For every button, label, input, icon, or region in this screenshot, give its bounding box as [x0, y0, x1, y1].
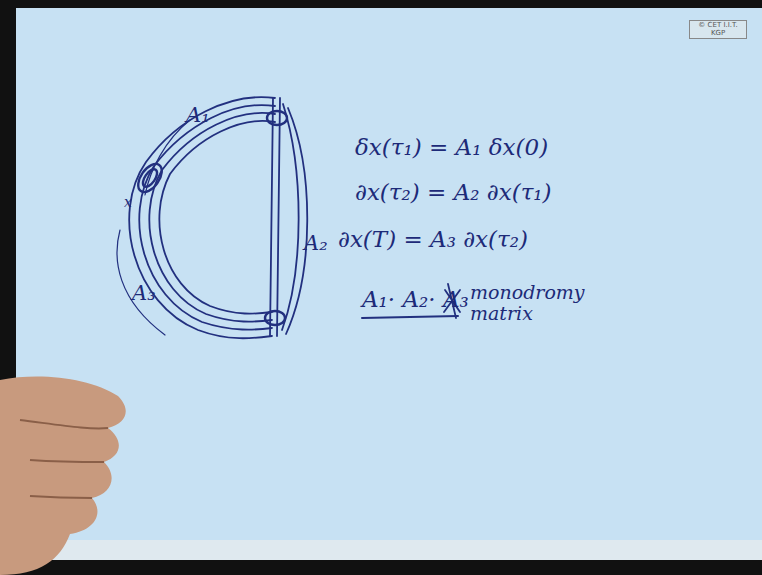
segment-label: A₂: [304, 232, 328, 255]
matrix-product: A₁· A₂· A₃: [362, 287, 469, 312]
equation: ∂x(τ₂) = A₂ ∂x(τ₁): [355, 180, 552, 205]
equation: δx(τ₁) = A₁ δx(0): [355, 135, 548, 160]
watermark: © CET I.I.T. KGP: [689, 20, 747, 39]
paper-edge: [16, 540, 762, 560]
segment-label: A₁: [186, 104, 210, 127]
hand: [0, 377, 126, 575]
equation: ∂x(T) = A₃ ∂x(τ₂): [338, 227, 528, 252]
paper-sheet: [16, 8, 762, 560]
segment-label: A₃: [132, 282, 156, 305]
note-text: monodromy matrix: [470, 282, 590, 324]
point-label: x: [124, 195, 132, 210]
